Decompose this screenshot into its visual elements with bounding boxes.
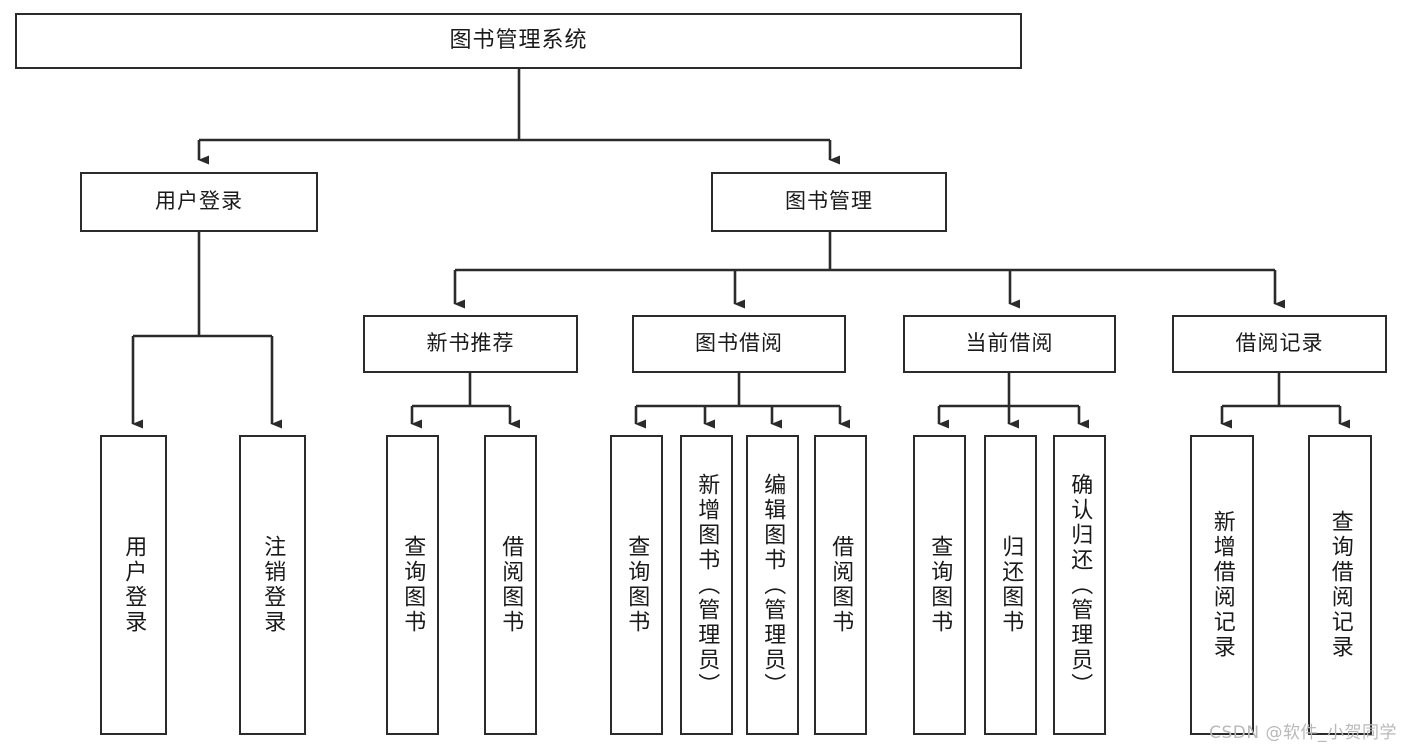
- node-new-book-recommend[interactable]: 新书推荐: [363, 315, 578, 373]
- node-borrow-record-label: 借阅记录: [1235, 331, 1324, 356]
- node-current-borrow-label: 当前借阅: [965, 331, 1054, 356]
- node-new-book-recommend-label: 新书推荐: [426, 331, 515, 356]
- leaf-confirm-return-admin-label: 确认归还（管理员）: [1067, 472, 1093, 698]
- node-user-login-label: 用户登录: [155, 189, 243, 214]
- leaf-query-book-current-label: 查询图书: [927, 535, 953, 635]
- leaf-borrow-book-label: 借阅图书: [828, 535, 854, 635]
- node-user-login[interactable]: 用户登录: [80, 172, 318, 232]
- node-root[interactable]: 图书管理系统: [15, 13, 1022, 69]
- leaf-return-book-label: 归还图书: [998, 535, 1024, 635]
- leaf-add-book-admin-label: 新增图书（管理员）: [694, 472, 720, 698]
- leaf-add-book-admin[interactable]: 新增图书（管理员）: [680, 435, 733, 735]
- leaf-add-borrow-record-label: 新增借阅记录: [1209, 510, 1235, 660]
- leaf-query-borrow-record-label: 查询借阅记录: [1327, 510, 1353, 660]
- leaf-query-book-new[interactable]: 查询图书: [386, 435, 439, 735]
- leaf-query-book-borrow-label: 查询图书: [624, 535, 650, 635]
- leaf-logout-label: 注销登录: [260, 535, 286, 635]
- leaf-edit-book-admin[interactable]: 编辑图书（管理员）: [746, 435, 799, 735]
- node-book-borrow-label: 图书借阅: [695, 331, 783, 356]
- node-current-borrow[interactable]: 当前借阅: [903, 315, 1116, 373]
- leaf-user-login[interactable]: 用户登录: [100, 435, 167, 735]
- leaf-logout[interactable]: 注销登录: [239, 435, 306, 735]
- leaf-query-book-current[interactable]: 查询图书: [913, 435, 966, 735]
- node-root-label: 图书管理系统: [449, 27, 588, 53]
- leaf-borrow-book[interactable]: 借阅图书: [814, 435, 867, 735]
- leaf-query-book-borrow[interactable]: 查询图书: [610, 435, 663, 735]
- node-borrow-record[interactable]: 借阅记录: [1172, 315, 1387, 373]
- leaf-query-book-new-label: 查询图书: [400, 535, 426, 635]
- leaf-query-borrow-record[interactable]: 查询借阅记录: [1308, 435, 1372, 735]
- leaf-user-login-label: 用户登录: [121, 535, 147, 635]
- leaf-edit-book-admin-label: 编辑图书（管理员）: [760, 472, 786, 698]
- leaf-borrow-book-new[interactable]: 借阅图书: [484, 435, 537, 735]
- node-book-borrow[interactable]: 图书借阅: [632, 315, 846, 373]
- leaf-return-book[interactable]: 归还图书: [984, 435, 1037, 735]
- leaf-borrow-book-new-label: 借阅图书: [498, 535, 524, 635]
- node-book-management[interactable]: 图书管理: [711, 172, 947, 232]
- leaf-add-borrow-record[interactable]: 新增借阅记录: [1190, 435, 1254, 735]
- node-book-management-label: 图书管理: [785, 189, 873, 214]
- leaf-confirm-return-admin[interactable]: 确认归还（管理员）: [1053, 435, 1106, 735]
